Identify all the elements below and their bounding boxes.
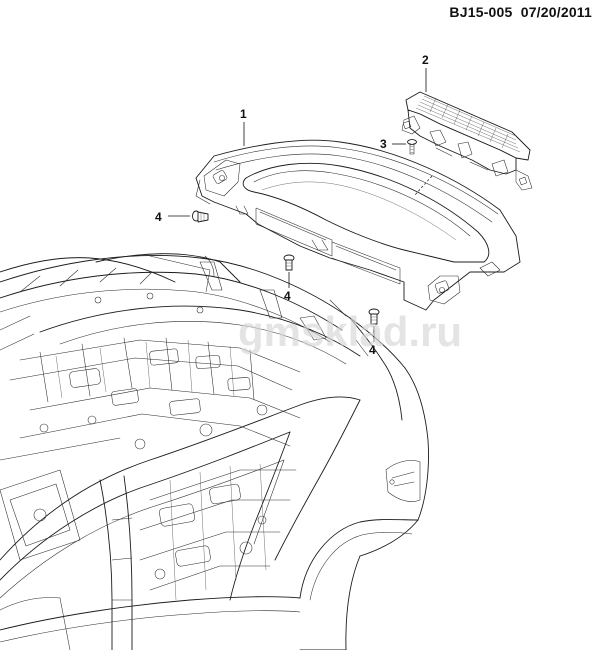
diagram-header: BJ15-005 07/20/2011 bbox=[449, 4, 592, 20]
callout-labels: 1 2 3 4 4 4 bbox=[155, 53, 429, 357]
callout-4c: 4 bbox=[369, 343, 376, 357]
rear-parcel-shelf-panel bbox=[195, 139, 521, 311]
push-pin-clip-left bbox=[192, 210, 209, 223]
diagram-code: BJ15-005 bbox=[449, 4, 513, 20]
callout-1: 1 bbox=[240, 107, 247, 121]
push-pin-clip-right bbox=[368, 308, 380, 325]
high-mount-brake-lamp bbox=[401, 91, 533, 191]
diagram-date: 07/20/2011 bbox=[520, 4, 592, 20]
callout-2: 2 bbox=[422, 53, 429, 67]
lamp-lens-hatching bbox=[415, 95, 521, 153]
vehicle-body-shell bbox=[0, 253, 429, 650]
watermark-text: gmsklad.ru bbox=[238, 308, 462, 355]
push-pin-clip-middle bbox=[283, 254, 295, 271]
callout-4a: 4 bbox=[155, 210, 162, 224]
screw-fastener bbox=[407, 139, 417, 155]
leader-lines bbox=[168, 68, 427, 342]
callout-3: 3 bbox=[380, 137, 387, 151]
callout-4b: 4 bbox=[284, 289, 291, 303]
